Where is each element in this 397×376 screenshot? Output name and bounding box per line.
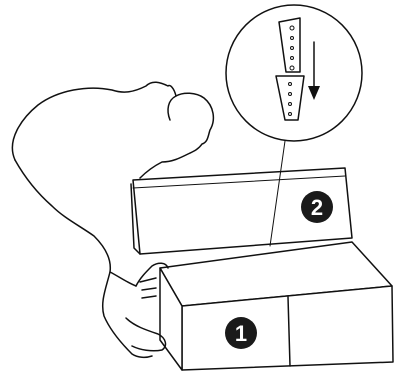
step-badge-2: 2 xyxy=(301,191,333,223)
seat-base xyxy=(160,242,393,370)
step-badge-1: 1 xyxy=(225,317,257,349)
step-label-2: 2 xyxy=(311,195,323,220)
detail-magnifier xyxy=(226,5,362,141)
step-label-1: 1 xyxy=(235,321,247,346)
